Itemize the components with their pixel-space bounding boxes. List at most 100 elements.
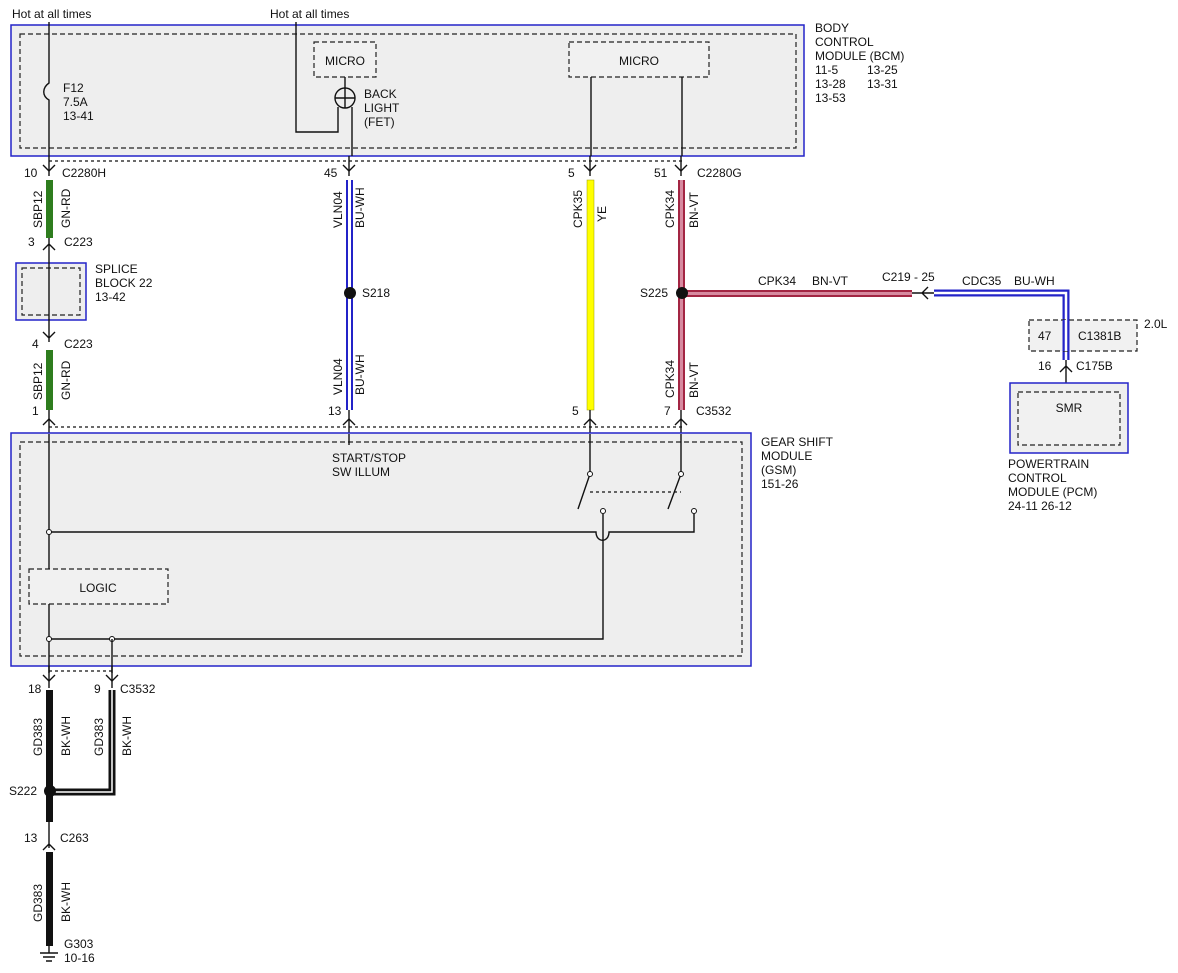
circuit-bnvt-b: BN-VT <box>687 361 701 398</box>
smr-label: SMR <box>1056 401 1083 415</box>
pin-4: 4 <box>32 337 39 351</box>
circuit-buwh-h: BU-WH <box>1014 274 1055 288</box>
pin-9: 9 <box>94 682 101 696</box>
gsm-title-line3: (GSM) <box>761 463 796 477</box>
connector-c3532-bottom <box>42 666 119 688</box>
circuit-vln04-b: VLN04 <box>331 358 345 395</box>
splice-block-line1: SPLICE <box>95 262 138 276</box>
connector-c3532-gsm: C3532 <box>696 404 732 418</box>
fuse-name: F12 <box>63 81 84 95</box>
connector-c2280 <box>42 156 688 176</box>
connector-c2280h: C2280H <box>62 166 106 180</box>
gsm-module: START/STOP SW ILLUM LOGIC <box>10 432 752 673</box>
circuit-gnrd-b: GN-RD <box>59 360 73 400</box>
fuse-ref: 13-41 <box>63 109 94 123</box>
bcm-micro-2-label: MICRO <box>619 54 659 68</box>
circuit-bnvt-h: BN-VT <box>812 274 849 288</box>
pcm-option-label: 2.0L <box>1144 317 1168 331</box>
splice-block-line3: 13-42 <box>95 290 126 304</box>
circuit-gd383-a: GD383 <box>31 718 45 756</box>
pin-18: 18 <box>28 682 42 696</box>
circuit-vln04-a: VLN04 <box>331 191 345 228</box>
splice-s222 <box>44 785 56 797</box>
bcm-title-line1: BODY <box>815 21 849 35</box>
splice-s218-label: S218 <box>362 286 390 300</box>
pin-5-top: 5 <box>568 166 575 180</box>
wire-sbp12-top <box>46 180 53 238</box>
circuit-cpk35: CPK35 <box>571 190 585 228</box>
wire-gd383-left <box>46 690 53 822</box>
backlight-label-3: (FET) <box>364 115 395 129</box>
circuit-bkwh-b: BK-WH <box>120 716 134 756</box>
backlight-supply-wire <box>295 22 339 133</box>
connector-c175b <box>1059 360 1073 384</box>
circuit-cpk34-h: CPK34 <box>758 274 796 288</box>
circuit-bkwh-a: BK-WH <box>59 716 73 756</box>
bcm-module: BODY CONTROL MODULE (BCM) 11-5 13-25 13-… <box>10 21 904 157</box>
gsm-logic-label: LOGIC <box>79 581 117 595</box>
backlight-label-1: BACK <box>364 87 397 101</box>
connector-c263 <box>42 822 56 851</box>
c1381b-pin: 47 <box>1038 329 1052 343</box>
pcm-title-line1: POWERTRAIN <box>1008 457 1089 471</box>
gsm-illum-line1: START/STOP <box>332 451 406 465</box>
bcm-ref-3: 13-28 <box>815 77 846 91</box>
c1381b-label: C1381B <box>1078 329 1121 343</box>
gsm-title-line2: MODULE <box>761 449 812 463</box>
ground-g303-ref: 10-16 <box>64 951 95 965</box>
circuit-cpk34-b: CPK34 <box>663 360 677 398</box>
pin-45: 45 <box>324 166 338 180</box>
connector-c3532-bottom-label: C3532 <box>120 682 156 696</box>
bcm-ref-4: 13-31 <box>867 77 898 91</box>
wire-sbp12-bottom <box>46 350 53 410</box>
bcm-ref-1: 11-5 <box>815 63 838 77</box>
circuit-sbp12-a: SBP12 <box>31 190 45 228</box>
bcm-micro-1-label: MICRO <box>325 54 365 68</box>
pcm-refs: 24-11 26-12 <box>1008 499 1072 513</box>
splice-s225-label: S225 <box>640 286 668 300</box>
connector-c223-top: C223 <box>64 235 93 249</box>
pin-1: 1 <box>32 404 39 418</box>
connector-c223-bottom: C223 <box>64 337 93 351</box>
connector-c219-label: C219 - 25 <box>882 270 935 284</box>
connector-c2280g: C2280G <box>697 166 742 180</box>
bcm-micro-2 <box>568 41 710 78</box>
pcm-module: SMR <box>1009 382 1129 454</box>
circuit-buwh-b: BU-WH <box>353 354 367 395</box>
gsm-logic-block <box>28 568 169 605</box>
wire-gd383-ground <box>46 852 53 946</box>
pin-13-c263: 13 <box>24 831 38 845</box>
pin-13: 13 <box>328 404 342 418</box>
pin-16: 16 <box>1038 359 1052 373</box>
circuit-cdc35: CDC35 <box>962 274 1002 288</box>
ground-icon <box>40 946 58 962</box>
pcm-title-line2: CONTROL <box>1008 471 1067 485</box>
pcm-title-line3: MODULE (PCM) <box>1008 485 1097 499</box>
backlight-label-2: LIGHT <box>364 101 400 115</box>
pin-7: 7 <box>664 404 671 418</box>
circuit-cpk34-a: CPK34 <box>663 190 677 228</box>
splice-s218 <box>344 287 356 299</box>
pin-10: 10 <box>24 166 38 180</box>
connector-c3532-top <box>42 410 688 434</box>
gsm-title-line4: 151-26 <box>761 477 799 491</box>
connector-c263-label: C263 <box>60 831 89 845</box>
splice-s222-label: S222 <box>9 784 37 798</box>
smr-block <box>1017 391 1121 446</box>
splice-block-22 <box>15 262 87 321</box>
circuit-ye: YE <box>595 206 609 222</box>
circuit-sbp12-b: SBP12 <box>31 362 45 400</box>
gsm-title-line1: GEAR SHIFT <box>761 435 834 449</box>
circuit-bkwh-c: BK-WH <box>59 882 73 922</box>
c175b-label: C175B <box>1076 359 1113 373</box>
pin-51: 51 <box>654 166 668 180</box>
wire-cpk35 <box>586 179 595 411</box>
fuse-rating: 7.5A <box>63 95 88 109</box>
fuse-f12-symbol <box>43 60 50 156</box>
splice-s225 <box>676 287 688 299</box>
bcm-ref-5: 13-53 <box>815 91 846 105</box>
circuit-gd383-b: GD383 <box>92 718 106 756</box>
connector-c1381b <box>1028 319 1138 352</box>
circuit-bnvt-a: BN-VT <box>687 191 701 228</box>
